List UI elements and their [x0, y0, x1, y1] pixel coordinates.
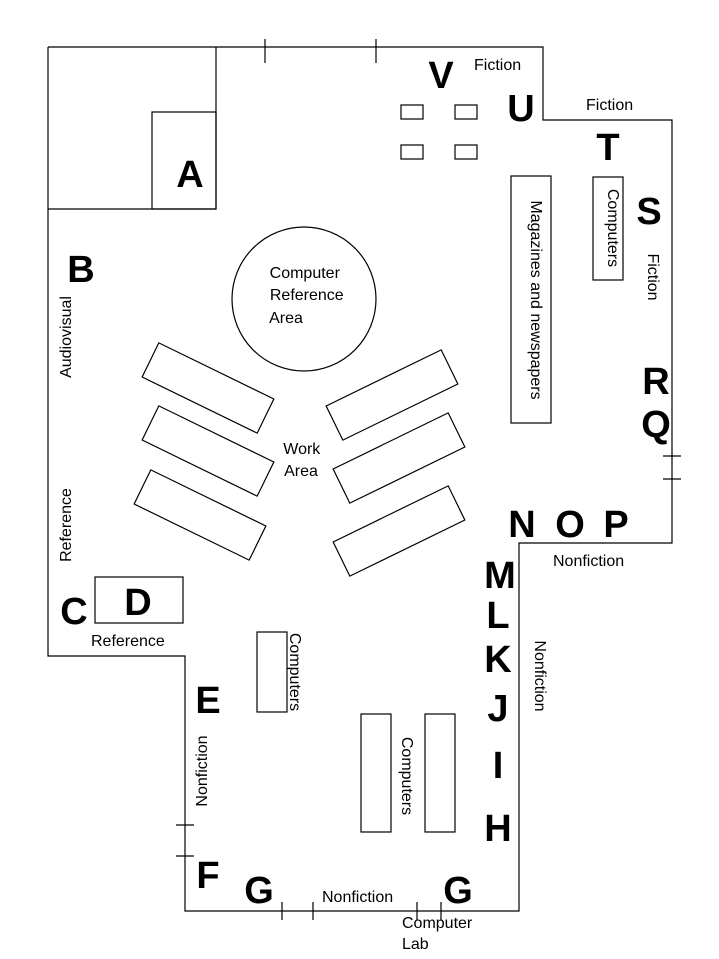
label-computer-lab-line-1: Computer — [402, 915, 473, 932]
small-table — [400, 144, 424, 160]
zone-p: P — [603, 504, 628, 546]
label-reference-bottom: Reference — [91, 633, 165, 650]
label-magazines: Magazines and newspapers — [527, 200, 544, 399]
work-table — [325, 349, 459, 441]
zone-u: U — [507, 88, 534, 130]
zone-n: N — [508, 504, 535, 546]
label-cra-line-3: Area — [269, 310, 303, 327]
zone-r: R — [642, 361, 669, 403]
computers-center-table — [256, 631, 288, 713]
zone-s: S — [636, 191, 661, 233]
computers-lower-table-left — [360, 713, 392, 833]
zone-j: J — [487, 688, 508, 730]
zone-o: O — [555, 504, 585, 546]
label-fiction-top: Fiction — [474, 57, 521, 74]
zone-a: A — [176, 154, 203, 196]
zone-e: E — [195, 680, 220, 722]
work-table — [141, 342, 275, 434]
label-computers-lower: Computers — [398, 737, 415, 815]
computer-reference-area — [231, 226, 377, 372]
small-table — [454, 104, 478, 120]
label-fiction-right-top: Fiction — [586, 97, 633, 114]
label-nonfiction-bottom: Nonfiction — [322, 889, 393, 906]
label-computer-lab-line-2: Lab — [402, 936, 429, 953]
zone-d: D — [124, 582, 151, 624]
small-table — [400, 104, 424, 120]
work-table — [332, 485, 466, 577]
zone-m: M — [484, 555, 516, 597]
label-nonfiction-right-side: Nonfiction — [531, 640, 548, 711]
zone-k: K — [484, 639, 512, 681]
outer-wall — [47, 46, 673, 912]
zone-b: B — [67, 249, 94, 291]
room-a-inner — [151, 111, 217, 210]
label-computers-upper-right: Computers — [604, 189, 621, 267]
label-nonfiction-right-bottom: Nonfiction — [553, 553, 624, 570]
work-table — [141, 405, 275, 497]
work-table — [133, 469, 267, 561]
zone-v: V — [428, 55, 454, 97]
zone-f: F — [196, 855, 219, 897]
label-computer-lab: Computer Lab — [402, 915, 477, 953]
small-table — [454, 144, 478, 160]
label-work-area-line-1: Work — [283, 441, 321, 458]
magazines-shelf — [510, 175, 552, 424]
zone-i: I — [493, 745, 504, 787]
work-table — [332, 412, 466, 504]
label-work-area-line-2: Area — [284, 463, 318, 480]
computers-lower-table-right — [424, 713, 456, 833]
label-computers-center: Computers — [286, 633, 303, 711]
reference-desk-d — [94, 576, 184, 624]
label-nonfiction-left: Nonfiction — [194, 735, 211, 806]
label-cra-line-2: Reference — [270, 287, 344, 304]
zone-t: T — [596, 127, 619, 169]
label-reference-side: Reference — [58, 488, 75, 562]
label-fiction-right-side: Fiction — [644, 253, 661, 300]
computers-upper-right-table — [592, 176, 624, 281]
zone-g-left: G — [244, 870, 274, 912]
label-work-area: Work Area — [283, 441, 325, 480]
zone-g-right: G — [443, 870, 473, 912]
zone-c: C — [60, 591, 87, 633]
label-cra-line-1: Computer — [270, 265, 341, 282]
label-computer-reference-area: Computer Reference Area — [269, 265, 348, 327]
zone-q: Q — [641, 404, 671, 446]
zone-h: H — [484, 808, 511, 850]
label-audiovisual: Audiovisual — [58, 296, 75, 378]
zone-l: L — [486, 595, 509, 637]
